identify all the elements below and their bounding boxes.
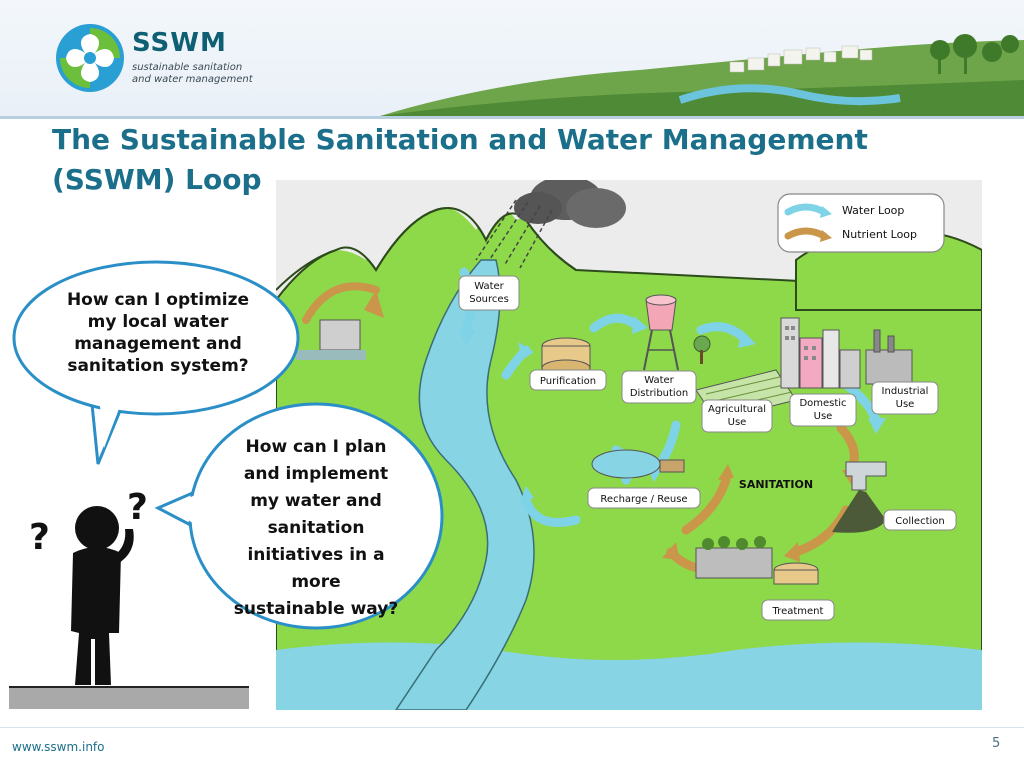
footer-url-link[interactable]: www.sswm.info (12, 740, 105, 754)
sswm-logo: SSWM sustainable sanitation and water ma… (52, 20, 282, 94)
bubble-bottom-line4: sanitation (267, 518, 365, 538)
label-industrial-use-l1: Industrial (882, 386, 929, 397)
label-agricultural-use-l1: Agricultural (708, 404, 766, 415)
legend-nutrient-loop: Nutrient Loop (842, 228, 917, 241)
slide-title-line1: The Sustainable Sanitation and Water Man… (52, 123, 868, 156)
label-recharge-reuse: Recharge / Reuse (600, 494, 687, 505)
label-treatment: Treatment (772, 606, 824, 617)
header-landscape-image (380, 34, 1024, 116)
slide-title: The Sustainable Sanitation and Water Man… (52, 120, 882, 200)
diagram-legend: Water Loop Nutrient Loop (777, 193, 945, 253)
city-buildings-icon (780, 317, 861, 389)
factory-icon (865, 329, 913, 385)
bubble-top-line1: How can I optimize (66, 290, 250, 310)
bubble-bottom-line7: sustainable way? (233, 599, 399, 619)
label-sanitation: SANITATION (739, 478, 813, 491)
bubble-top-line4: sanitation system? (67, 356, 249, 376)
pipe-outlet-icon (832, 461, 887, 533)
bubble-bottom-line3: my water and (250, 491, 382, 511)
bubble-top-line2: my local water (87, 312, 229, 332)
water-tower-icon (643, 294, 679, 371)
label-collection: Collection (895, 516, 944, 527)
speech-bubble-top (12, 260, 300, 465)
bubble-top-line3: management and (74, 334, 242, 354)
recharge-pond-icon (591, 449, 685, 479)
bubble-bottom-line2: and implement (243, 464, 389, 484)
legend-water-loop: Water Loop (842, 204, 904, 217)
page-number: 5 (992, 736, 1001, 751)
bubble-bottom-line6: more (291, 572, 341, 592)
label-agricultural-use-l2: Use (728, 417, 747, 428)
water-recycle-feature (296, 282, 384, 360)
sswm-logo-icon (56, 24, 124, 92)
rain-cloud-icon (475, 180, 626, 269)
speech-bubble-bottom (154, 402, 444, 630)
label-domestic-use-l2: Use (814, 411, 833, 422)
label-water-sources-l1: Water (474, 281, 504, 292)
header-divider (0, 116, 1024, 119)
tree-icon (693, 335, 711, 364)
bubble-bottom-line1: How can I plan (245, 437, 387, 457)
footer-divider (0, 727, 1024, 728)
label-purification: Purification (540, 376, 596, 387)
speech-bubble-top-text: How can I optimize my local water manage… (40, 289, 276, 377)
logo-name: SSWM (132, 28, 227, 58)
label-water-distribution-l1: Water (644, 375, 674, 386)
logo-tagline-line1: sustainable sanitation (132, 62, 243, 73)
bubble-bottom-line5: initiatives in a (247, 545, 385, 565)
label-water-sources-l2: Sources (469, 294, 509, 305)
logo-tagline: sustainable sanitation and water managem… (132, 62, 282, 86)
label-industrial-use-l2: Use (896, 399, 915, 410)
question-mark-left-icon: ? (29, 517, 50, 558)
question-mark-right-icon: ? (127, 487, 148, 528)
sswm-loop-diagram: Water Loop Nutrient Loop Water Sources P… (276, 180, 982, 710)
label-water-distribution-l2: Distribution (630, 388, 688, 399)
logo-tagline-line2: and water management (132, 74, 253, 85)
slide-title-line2: (SSWM) Loop (52, 163, 262, 196)
label-domestic-use-l1: Domestic (799, 398, 846, 409)
speech-bubble-bottom-text: How can I plan and implement my water an… (218, 434, 414, 623)
treatment-tank-icon (695, 536, 819, 585)
